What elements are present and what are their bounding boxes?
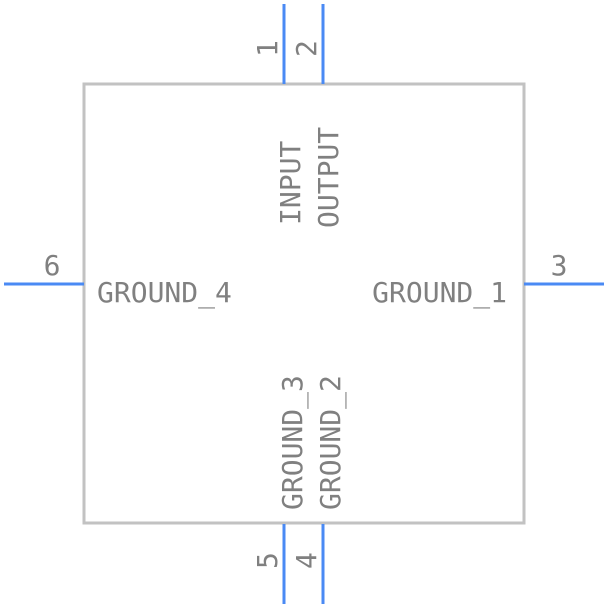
- pin-5-number: 5: [251, 552, 284, 569]
- pin-1-name: INPUT: [274, 141, 307, 225]
- component-body: [82, 82, 526, 525]
- pin-4-name: GROUND_2: [314, 375, 348, 510]
- pin-5-name: GROUND_3: [276, 375, 310, 510]
- pin-6-name: GROUND_4: [97, 276, 232, 310]
- pin-3-number: 3: [551, 249, 568, 282]
- pin-1-number: 1: [251, 40, 284, 57]
- pin-6-number: 6: [44, 249, 61, 282]
- pin-2-number: 2: [290, 40, 323, 57]
- pin-2-name: OUTPUT: [312, 127, 345, 228]
- pin-3-name: GROUND_1: [372, 276, 507, 310]
- pin-4-number: 4: [290, 552, 323, 569]
